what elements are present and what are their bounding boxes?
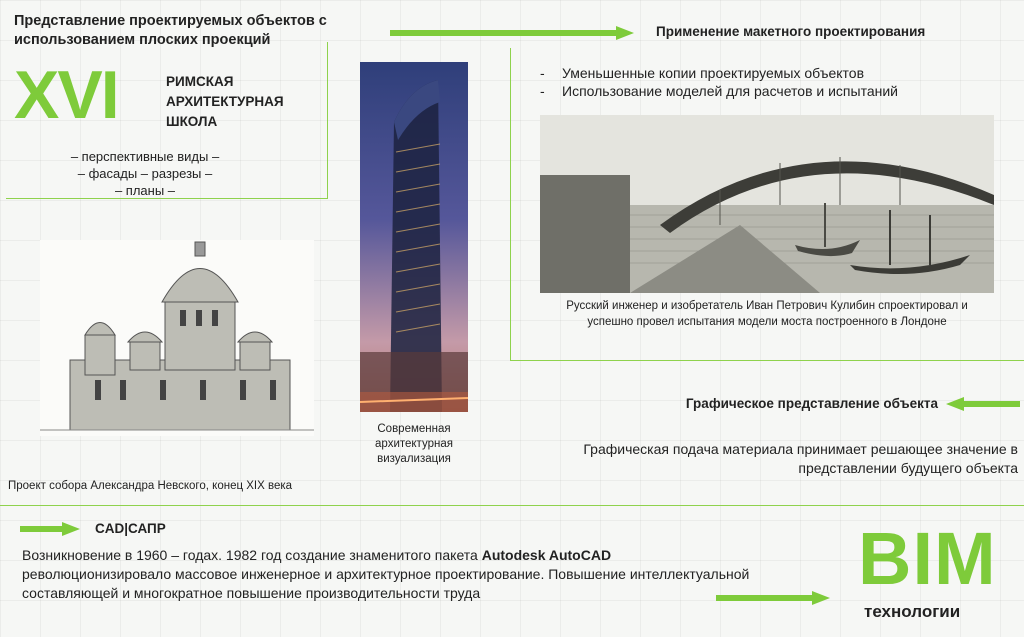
school-line: АРХИТЕКТУРНАЯ xyxy=(166,94,284,109)
divider-line xyxy=(510,360,1024,361)
divider-line xyxy=(6,198,328,199)
tower-image xyxy=(360,62,468,412)
century-label: XVI xyxy=(14,57,120,133)
school-name: РИМСКАЯ АРХИТЕКТУРНАЯ ШКОЛА xyxy=(166,72,284,132)
section-title-graphic: Графическое представление объекта xyxy=(685,396,938,411)
bim-title: BIM xyxy=(858,517,997,600)
cathedral-image xyxy=(40,240,314,436)
school-line: РИМСКАЯ xyxy=(166,74,234,89)
bim-subtitle: технологии xyxy=(864,602,961,621)
arrow-right-icon xyxy=(716,591,830,605)
arrow-right-icon xyxy=(20,522,80,536)
views-item: – планы – xyxy=(114,183,176,198)
arrow-left-icon xyxy=(946,397,1020,411)
graphic-description: Графическая подача материала принимает р… xyxy=(583,441,1018,476)
cad-description: Возникновение в 1960 – годах. 1982 год с… xyxy=(22,547,750,601)
divider-line xyxy=(327,42,328,199)
section-title-models: Применение макетного проектирования xyxy=(656,24,926,39)
bridge-image xyxy=(540,115,994,293)
arrow-right-icon xyxy=(390,26,634,40)
divider-line xyxy=(0,505,1024,506)
list-item: -Уменьшенные копии проектируемых объекто… xyxy=(540,65,865,81)
views-list: – перспективные виды – – фасады – разрез… xyxy=(40,148,250,199)
bridge-caption: Русский инженер и изобретатель Иван Петр… xyxy=(566,300,968,328)
model-bullets: -Уменьшенные копии проектируемых объекто… xyxy=(540,64,898,100)
section-title-cad: CAD|САПР xyxy=(95,521,166,536)
views-item: – перспективные виды – xyxy=(70,149,220,164)
views-item: – фасады – разрезы – xyxy=(77,166,213,181)
school-line: ШКОЛА xyxy=(166,114,218,129)
autocad-name: Autodesk AutoCAD xyxy=(481,547,612,563)
section-title-projections: Представление проектируемых объектов с и… xyxy=(14,13,327,48)
divider-line xyxy=(510,48,511,360)
cathedral-caption: Проект собора Александра Невского, конец… xyxy=(8,480,293,492)
tower-caption: Современная архитектурная визуализация xyxy=(375,423,453,465)
list-item: -Использование моделей для расчетов и ис… xyxy=(540,83,898,99)
